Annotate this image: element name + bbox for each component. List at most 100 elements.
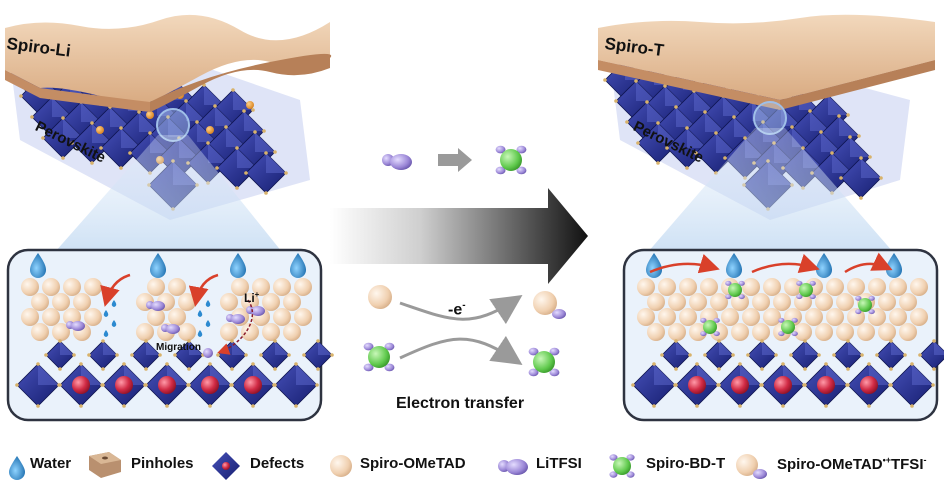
spiro-sphere — [42, 278, 60, 296]
migration-arrow — [217, 299, 254, 355]
spiro-sphere — [805, 308, 823, 326]
cation-ion — [158, 376, 176, 394]
legend-icons — [9, 452, 767, 480]
spiro-sphere — [910, 278, 928, 296]
spiro-sphere — [763, 308, 781, 326]
lithium-ion — [246, 101, 254, 109]
legend-defects: Defects — [250, 455, 305, 472]
spiro-sphere — [136, 323, 154, 341]
water-drop-icon — [726, 253, 742, 278]
migration-label: Migration — [156, 342, 201, 353]
right-spiro-layer — [598, 14, 935, 110]
litfsi-molecule — [231, 314, 245, 324]
water-drop-icon — [30, 253, 46, 278]
spiro-sphere — [220, 323, 238, 341]
spiro-ometad-tfsi-icon — [736, 454, 767, 479]
lattice-octahedron — [273, 362, 319, 408]
spiro-sphere — [857, 323, 875, 341]
lattice-octahedron — [302, 339, 334, 371]
spiro-bd-t-before — [363, 342, 395, 372]
cation-ion — [115, 376, 133, 394]
spiro-sphere — [294, 308, 312, 326]
spiro-sphere — [21, 308, 39, 326]
electron-transfer-label: Electron transfer — [396, 395, 525, 412]
cation-ion — [244, 376, 262, 394]
spiro-sphere — [31, 293, 49, 311]
cation-ion — [201, 376, 219, 394]
defects-icon — [212, 452, 240, 480]
spiro-sphere — [283, 293, 301, 311]
center-big-arrow — [330, 188, 588, 284]
spiro-sphere — [668, 293, 686, 311]
spiro-sphere — [147, 308, 165, 326]
lattice-octahedron — [703, 339, 735, 371]
lithium-ion — [206, 126, 214, 134]
spiro-sphere — [647, 293, 665, 311]
lithium-ion-label: Li+ — [244, 290, 260, 305]
lattice-octahedron — [259, 339, 291, 371]
spiro-sphere — [710, 293, 728, 311]
spiro-sphere — [658, 308, 676, 326]
spiro-sphere — [742, 308, 760, 326]
litfsi-molecule — [71, 321, 85, 331]
crystal-octahedron — [244, 151, 288, 195]
cation-ion — [817, 376, 835, 394]
cation-ion — [860, 376, 878, 394]
migrated-lithium — [203, 348, 213, 358]
crystal-octahedron — [215, 146, 259, 190]
spiro-sphere — [878, 323, 896, 341]
spiro-sphere — [84, 308, 102, 326]
spiro-sphere — [168, 308, 186, 326]
spiro-sphere — [910, 308, 928, 326]
spiro-sphere — [73, 293, 91, 311]
spiro-sphere — [84, 278, 102, 296]
spiro-bd-t-molecule — [855, 295, 875, 315]
spiro-sphere — [147, 278, 165, 296]
spiro-sphere — [647, 323, 665, 341]
spiro-sphere — [878, 293, 896, 311]
spiro-sphere — [231, 278, 249, 296]
spiro-sphere — [889, 308, 907, 326]
spiro-ometad-before — [368, 285, 392, 309]
spiro-sphere — [168, 278, 186, 296]
spiro-ometad-icon — [330, 455, 352, 477]
legend-litfsi: LiTFSI — [536, 455, 582, 472]
litfsi-molecule — [251, 306, 265, 316]
spiro-sphere — [899, 323, 917, 341]
litfsi-molecule — [166, 324, 180, 334]
spiro-sphere — [637, 308, 655, 326]
electron-removal-label: -e- — [448, 300, 466, 319]
spiro-sphere — [262, 293, 280, 311]
lattice-octahedron — [44, 339, 76, 371]
spiro-sphere — [52, 323, 70, 341]
lattice-octahedron — [832, 339, 864, 371]
crystal-octahedron — [99, 126, 143, 170]
falling-water-drop — [111, 320, 117, 327]
cation-ion — [731, 376, 749, 394]
spiro-sphere — [826, 278, 844, 296]
spiro-sphere — [731, 323, 749, 341]
spiro-sphere — [689, 323, 707, 341]
water-drop-icon — [9, 456, 25, 480]
cation-ion — [774, 376, 792, 394]
litfsi-molecule — [151, 301, 165, 311]
water-drop-icon — [290, 253, 306, 278]
spiro-sphere — [220, 293, 238, 311]
left-zoom-funnel — [55, 135, 282, 252]
spiro-sphere — [262, 323, 280, 341]
spiro-sphere — [21, 278, 39, 296]
litfsi-to-bd-t-conversion — [382, 148, 472, 172]
legend-pinholes: Pinholes — [131, 455, 194, 472]
spiro-sphere — [273, 308, 291, 326]
spiro-sphere — [658, 278, 676, 296]
cation-ion — [72, 376, 90, 394]
penetration-arrow — [100, 273, 131, 307]
spiro-sphere — [794, 323, 812, 341]
penetration-arrow — [188, 273, 219, 307]
spiro-sphere — [784, 278, 802, 296]
spiro-sphere — [815, 323, 833, 341]
spiro-bd-t-product — [495, 145, 527, 175]
spiro-sphere — [847, 278, 865, 296]
repelled-water-arrow — [649, 254, 720, 274]
